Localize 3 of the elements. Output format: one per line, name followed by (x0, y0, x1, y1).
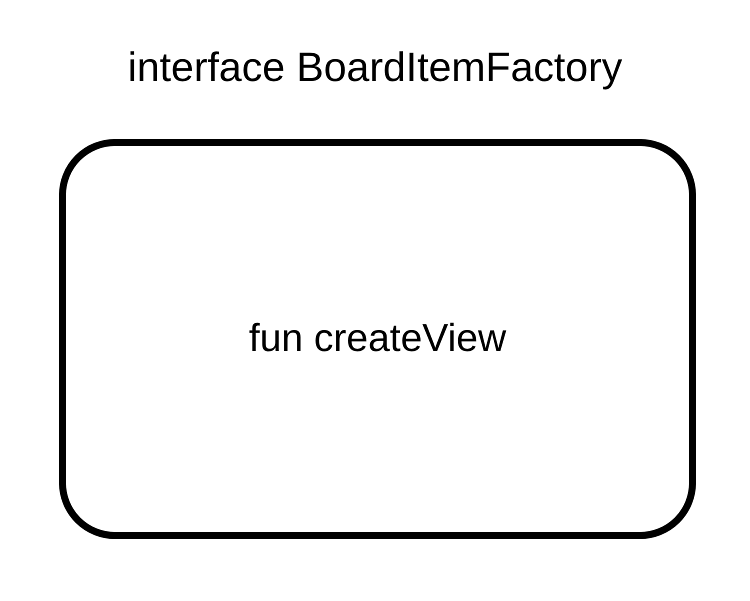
rounded-box (59, 139, 696, 539)
method-text: fun createView (248, 317, 506, 361)
diagram-title: interface BoardItemFactory (126, 44, 624, 91)
